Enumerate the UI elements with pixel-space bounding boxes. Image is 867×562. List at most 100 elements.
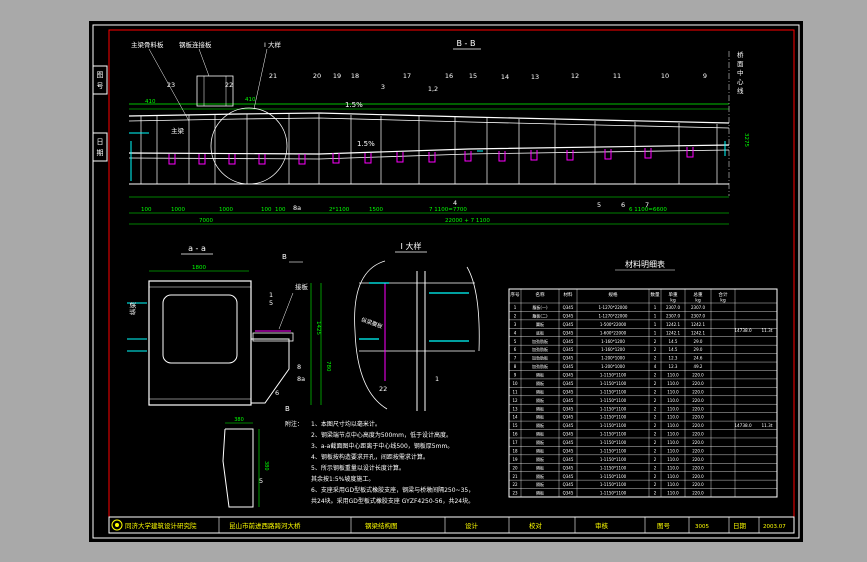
part-number: 23 xyxy=(167,81,175,89)
table-cell: 220.0 xyxy=(692,482,704,487)
table-cell: 220.0 xyxy=(692,440,704,445)
table-cell: 2 xyxy=(654,373,657,378)
outer-frame xyxy=(92,24,800,539)
drawing-canvas: 图 号 日 期 B - B xyxy=(92,24,800,539)
detail-i-title: I 大样 xyxy=(401,241,422,251)
table-cell: 17 xyxy=(512,440,518,445)
table-cell: Q345 xyxy=(563,339,574,344)
aa-label-b-bottom: B xyxy=(285,405,290,413)
table-cell: Q345 xyxy=(563,457,574,462)
part-number: 1,2 xyxy=(428,85,438,93)
table-cell: 49.2 xyxy=(694,364,703,369)
table-cell: 2 xyxy=(654,465,657,470)
table-cell: 2 xyxy=(654,415,657,420)
detail-i: I 大样 纵梁腹板 22 1 xyxy=(354,241,480,411)
table-cell: 2 xyxy=(654,432,657,437)
table-cell: 6 xyxy=(514,347,517,352)
table-cell: 2 xyxy=(654,381,657,386)
title-drawing-no: 3005 xyxy=(695,524,709,530)
side-label-drawing-no: 图 号 xyxy=(92,65,108,95)
table-cell: Q345 xyxy=(563,389,574,394)
table-cell: Q345 xyxy=(563,482,574,487)
table-unit-cell: kg xyxy=(695,298,701,304)
table-cell: 110.0 xyxy=(667,482,679,487)
note-line: 共24块。采用GD型板式橡胶支座 GYZF4250-56，共24块。 xyxy=(311,497,474,505)
table-cell: 隔板 xyxy=(536,388,544,394)
aa-dim: 1425 xyxy=(315,321,321,335)
table-cell: 2 xyxy=(654,339,657,344)
table-cell: 19 xyxy=(512,457,518,462)
table-cell: 1-1150*1100 xyxy=(600,406,627,411)
note-line: 4、钢板按构造要求开孔，间距按需求计算。 xyxy=(311,453,429,461)
table-cell: 1-1150*1100 xyxy=(600,432,627,437)
table-cell: 220.0 xyxy=(692,389,704,394)
table-header-cell: 数量 xyxy=(650,291,660,298)
side-label-char: 日 xyxy=(97,138,104,146)
table-cell: 1 xyxy=(654,330,657,335)
table-cell: 15 xyxy=(512,423,518,428)
part-number: 9 xyxy=(703,72,707,80)
table-cell: 20 xyxy=(512,465,518,470)
aa-label-right: 接板 xyxy=(295,282,309,291)
table-cell: 14 xyxy=(512,415,518,420)
table-cell: 1 xyxy=(654,305,657,310)
title-drawing-no-label: 图号 xyxy=(657,522,671,530)
table-cell: 110.0 xyxy=(667,389,679,394)
table-cell: 220.0 xyxy=(692,415,704,420)
dim-text: 7 1100=7700 xyxy=(429,207,467,213)
aa-top-dim: 1800 xyxy=(192,265,206,271)
table-cell: 1-1150*1100 xyxy=(600,474,627,479)
aa-part: 6 xyxy=(275,389,279,397)
drawing-sheet: 图 号 日 期 B - B xyxy=(89,21,803,542)
table-header-cell: 材料 xyxy=(563,291,573,298)
table-cell: 4 xyxy=(654,364,657,369)
title-date: 2003.07 xyxy=(763,524,786,530)
dim-text: 6 1100=6600 xyxy=(629,207,667,213)
section-aa-title: a - a xyxy=(188,244,206,253)
label-centerline: 心 xyxy=(737,78,744,86)
section-bb: B - B xyxy=(128,39,749,225)
table-cell: 220.0 xyxy=(692,474,704,479)
part-number: 15 xyxy=(469,72,477,80)
table-cell: 1-1150*1100 xyxy=(600,448,627,453)
materials-table-title: 材料明细表 xyxy=(625,259,665,269)
table-cell: 12.3 xyxy=(669,364,678,369)
dim-text: 410 xyxy=(145,99,156,105)
table-cell: 1242.1 xyxy=(691,330,705,335)
table-cell: 隔板 xyxy=(536,456,544,462)
part-number: 14 xyxy=(501,73,509,81)
table-cell: 1 xyxy=(654,322,657,327)
table-cell: 8 xyxy=(514,364,517,369)
table-cell: 加劲肋板 xyxy=(532,346,548,352)
detail-circle-i xyxy=(210,107,288,185)
table-cell: 加劲肋板 xyxy=(532,355,548,361)
table-cell: 腹板(一) xyxy=(532,304,548,310)
table-header-cell: 合计 xyxy=(718,291,728,298)
aa-part: 5 xyxy=(269,299,273,307)
table-cell: 2307.0 xyxy=(691,314,705,319)
table-cell: 110.0 xyxy=(667,423,679,428)
table-cell: 24.6 xyxy=(694,356,703,361)
org-logo-icon xyxy=(111,519,123,531)
table-cell: 14.5 xyxy=(669,347,678,352)
detail-small-dim: 380 xyxy=(234,417,244,423)
table-header-cell: 规格 xyxy=(608,291,618,298)
table-cell: 隔板 xyxy=(536,380,544,386)
table-cell: 110.0 xyxy=(667,406,679,411)
table-cell: 1-1270*22000 xyxy=(599,314,628,319)
table-cell: 加劲肋板 xyxy=(532,338,548,344)
label-main-girder-plate: 主梁骨料板 xyxy=(131,40,164,49)
callout-5: 5 xyxy=(597,201,601,209)
table-cell: 110.0 xyxy=(667,491,679,496)
table-cell: 1-1150*1100 xyxy=(600,389,627,394)
table-cell: 1-200*1000 xyxy=(601,356,625,361)
table-cell: 隔板 xyxy=(536,490,544,496)
note-line: 2、钢梁端节点中心高度为500mm，低于设计高度。 xyxy=(311,431,452,439)
part-number: 10 xyxy=(661,72,669,80)
title-drawing: 钢梁结构图 xyxy=(365,521,398,530)
part-number: 11 xyxy=(613,72,621,80)
table-cell: 220.0 xyxy=(692,457,704,462)
part-numbers: 23 22 21 20 19 18 3 17 1,2 16 15 14 13 1… xyxy=(167,72,707,93)
notes-heading: 附注： xyxy=(285,420,303,428)
